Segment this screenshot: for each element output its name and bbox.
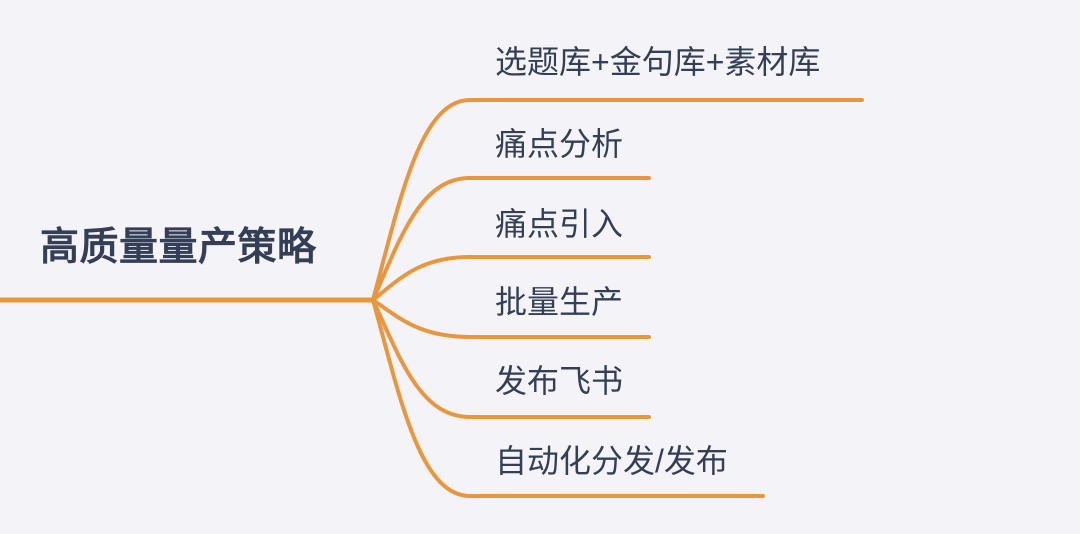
branch-connector-line — [371, 98, 864, 302]
branch-connector-line — [371, 298, 765, 498]
branch-connector-line — [371, 298, 651, 419]
branch-connector-line — [371, 176, 651, 302]
branch-connector-line — [371, 298, 651, 339]
branch-node-batch-production[interactable]: 批量生产 — [495, 284, 624, 320]
branch-node-auto-distribution[interactable]: 自动化分发/发布 — [495, 443, 728, 479]
branch-node-publish-feishu[interactable]: 发布飞书 — [495, 363, 624, 399]
branch-node-pain-point-analysis[interactable]: 痛点分析 — [495, 126, 624, 162]
branch-connector-line — [371, 255, 651, 302]
branch-node-topic-library[interactable]: 选题库+金句库+素材库 — [495, 44, 821, 80]
branch-node-pain-point-intro[interactable]: 痛点引入 — [495, 206, 624, 242]
root-node[interactable]: 高质量量产策略 — [40, 226, 317, 269]
